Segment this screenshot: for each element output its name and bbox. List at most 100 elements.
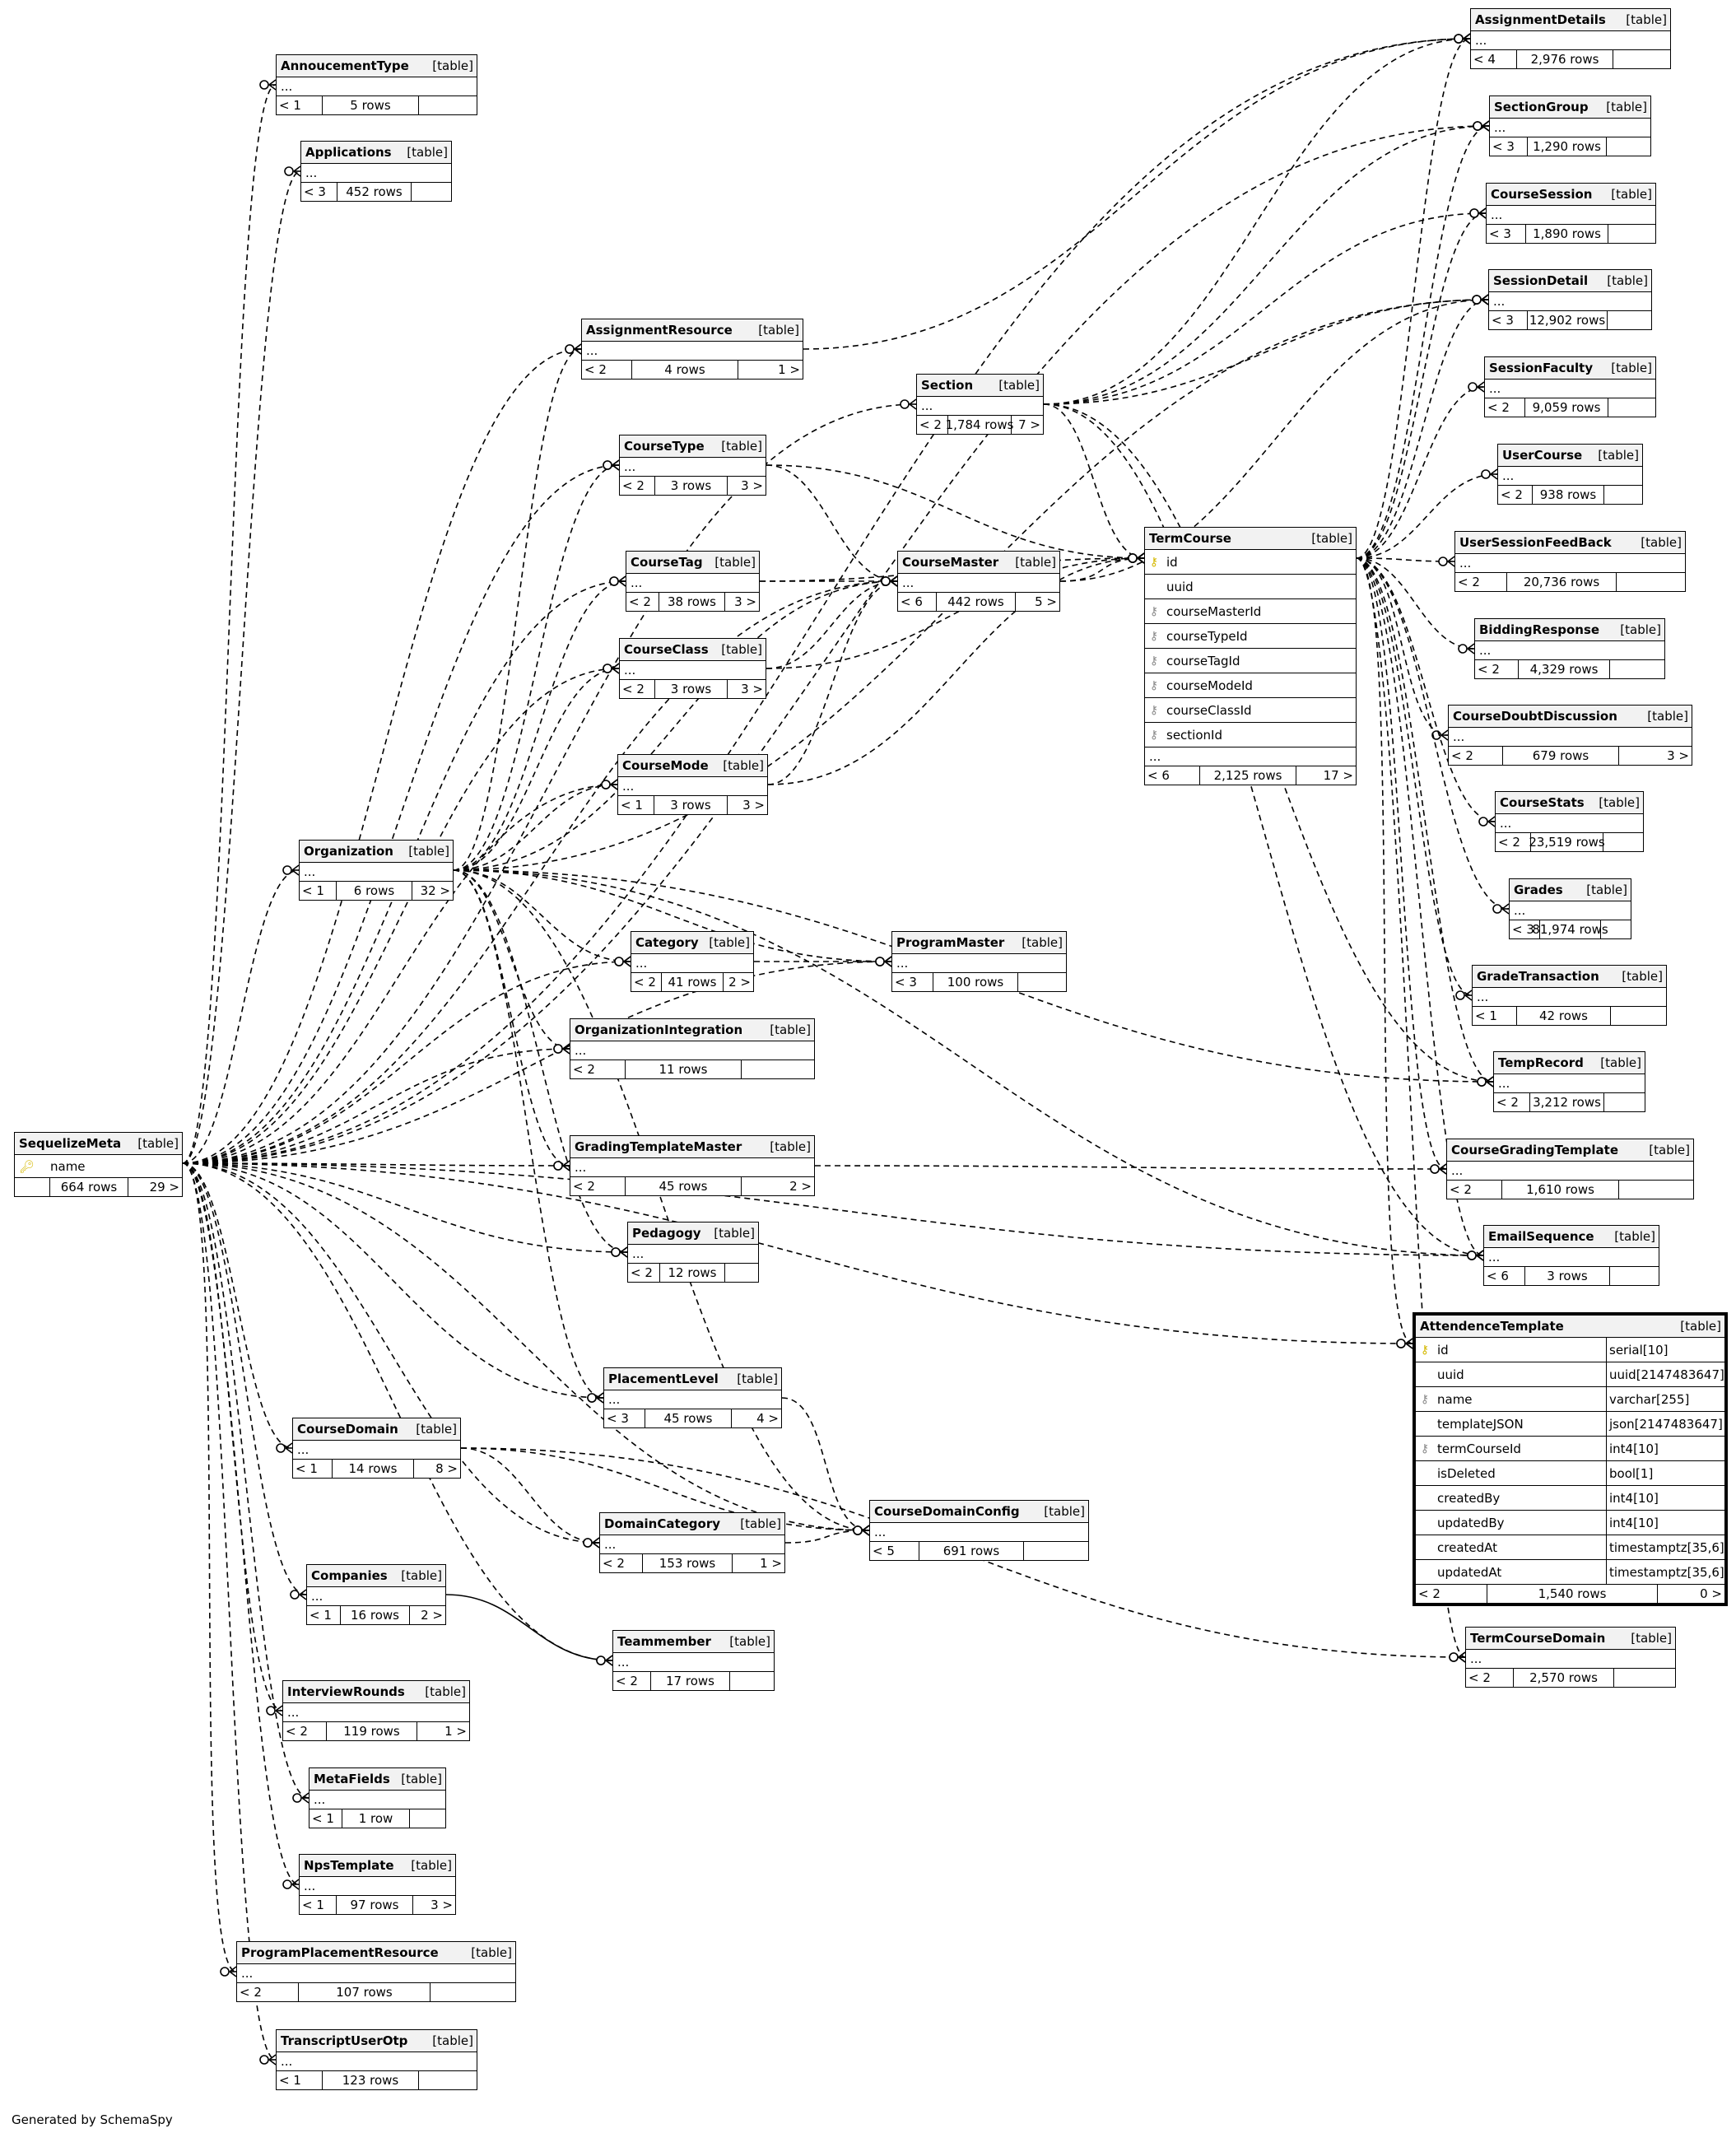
column-row[interactable]: 🔑︎ name	[15, 1155, 182, 1178]
more-columns[interactable]: ...	[1471, 31, 1670, 50]
more-columns[interactable]: ...	[1455, 554, 1685, 573]
more-columns[interactable]: ...	[898, 574, 1059, 593]
more-columns[interactable]: ...	[237, 1964, 515, 1983]
more-columns[interactable]: ...	[1449, 728, 1692, 747]
more-columns[interactable]: ...	[613, 1653, 774, 1672]
more-columns[interactable]: ...	[1487, 206, 1655, 225]
column-row[interactable]: ⚷courseModeId	[1145, 673, 1356, 698]
more-columns[interactable]: ...	[310, 1791, 445, 1809]
more-columns[interactable]: ...	[1447, 1162, 1693, 1181]
more-columns[interactable]: ...	[582, 342, 803, 361]
more-columns[interactable]: ...	[1490, 119, 1650, 137]
more-columns[interactable]: ...	[1145, 747, 1356, 766]
table-SequelizeMeta[interactable]: SequelizeMeta [table] 🔑︎ name 664 rows 2…	[14, 1132, 183, 1197]
more-columns[interactable]: ...	[277, 77, 477, 96]
more-columns[interactable]: ...	[283, 1703, 469, 1722]
more-columns[interactable]: ...	[1510, 901, 1631, 920]
more-columns[interactable]: ...	[917, 397, 1043, 416]
column-row[interactable]: uuid	[1145, 575, 1356, 599]
more-columns[interactable]: ...	[1489, 292, 1651, 311]
more-columns[interactable]: ...	[1485, 380, 1655, 398]
more-columns[interactable]: ...	[631, 954, 753, 973]
more-columns[interactable]: ...	[1496, 814, 1643, 833]
more-columns[interactable]: ...	[892, 954, 1066, 973]
more-columns[interactable]: ...	[300, 1877, 455, 1896]
more-columns[interactable]: ...	[1494, 1074, 1645, 1093]
more-columns[interactable]: ...	[1466, 1650, 1675, 1669]
more-columns[interactable]: ...	[628, 1245, 758, 1264]
more-columns[interactable]: ...	[600, 1535, 784, 1554]
column-row[interactable]: ⚷courseTypeId	[1145, 624, 1356, 649]
more-columns[interactable]: ...	[570, 1041, 814, 1060]
more-columns[interactable]: ...	[293, 1441, 460, 1460]
more-columns[interactable]: ...	[1484, 1248, 1659, 1267]
more-columns[interactable]: ...	[1473, 988, 1666, 1007]
column-row[interactable]: ⚷courseClassId	[1145, 698, 1356, 723]
more-columns[interactable]: ...	[1475, 641, 1664, 660]
more-columns[interactable]: ...	[620, 458, 766, 477]
more-columns[interactable]: ...	[301, 164, 451, 183]
more-columns[interactable]: ...	[300, 863, 453, 882]
column-row[interactable]: ⚷courseMasterId	[1145, 599, 1356, 624]
more-columns[interactable]: ...	[618, 777, 767, 796]
column-row[interactable]: ⚷courseTagId	[1145, 649, 1356, 673]
column-row[interactable]: ⚷id	[1145, 550, 1356, 575]
more-columns[interactable]: ...	[307, 1587, 445, 1606]
more-columns[interactable]: ...	[626, 574, 759, 593]
more-columns[interactable]: ...	[570, 1158, 814, 1177]
more-columns[interactable]: ...	[620, 661, 766, 680]
more-columns[interactable]: ...	[277, 2052, 477, 2071]
more-columns[interactable]: ...	[870, 1523, 1088, 1542]
more-columns[interactable]: ...	[1498, 467, 1642, 486]
